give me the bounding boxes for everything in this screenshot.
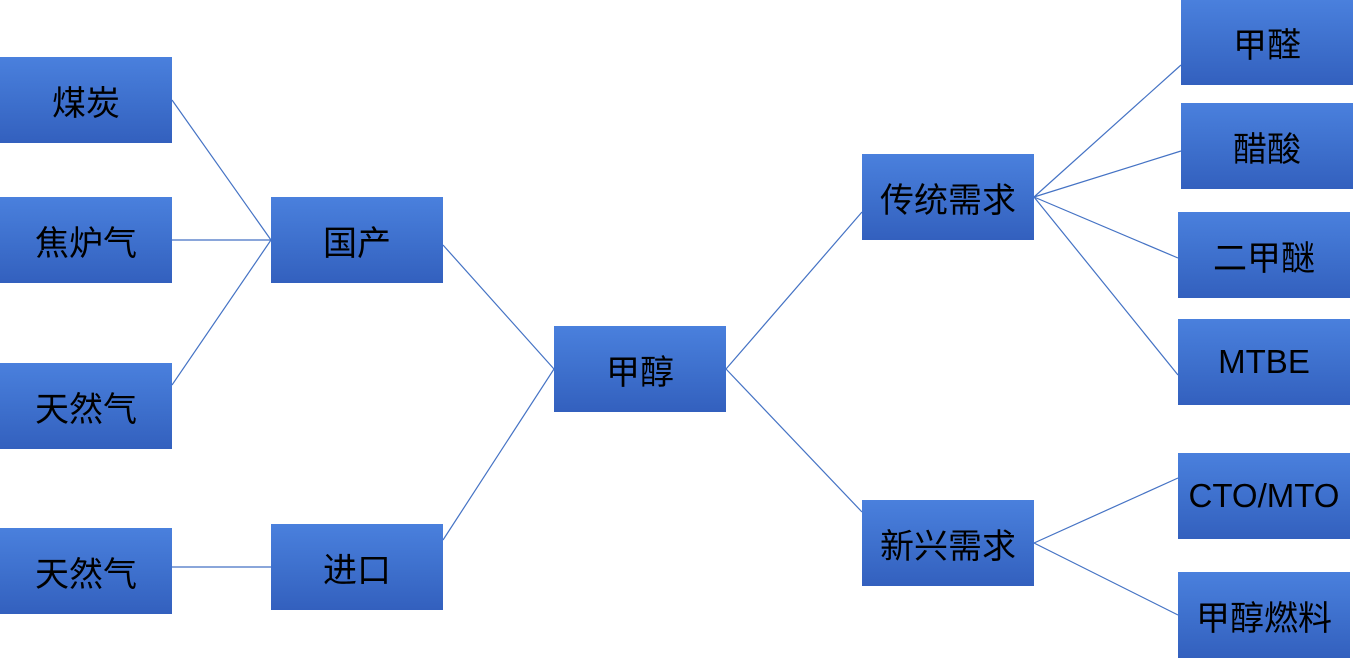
node-acetic-acid: 醋酸 bbox=[1181, 103, 1353, 189]
node-natural-gas-import: 天然气 bbox=[0, 528, 172, 614]
node-methanol-label: 甲醇 bbox=[606, 352, 674, 393]
link-trad-mtbe bbox=[1033, 196, 1179, 376]
node-dme: 二甲醚 bbox=[1178, 212, 1350, 298]
link-methanol-trad bbox=[725, 211, 863, 370]
node-coke-oven-gas-label: 焦炉气 bbox=[35, 223, 137, 264]
node-acetic-acid-label: 醋酸 bbox=[1233, 129, 1301, 170]
node-cto-mto: CTO/MTO bbox=[1178, 453, 1350, 539]
link-trad-acetic bbox=[1033, 150, 1182, 198]
node-coal: 煤炭 bbox=[0, 57, 172, 143]
node-emerging-demand: 新兴需求 bbox=[862, 500, 1034, 586]
node-mtbe-label: MTBE bbox=[1218, 343, 1310, 380]
node-formaldehyde: 甲醛 bbox=[1181, 0, 1353, 85]
node-methanol-fuel: 甲醇燃料 bbox=[1178, 572, 1350, 658]
node-domestic-production: 国产 bbox=[271, 197, 443, 283]
node-methanol: 甲醇 bbox=[554, 326, 726, 412]
node-mtbe: MTBE bbox=[1178, 319, 1350, 405]
link-import-methanol bbox=[442, 368, 555, 541]
link-methanol-emerg bbox=[725, 368, 863, 513]
node-traditional-demand-label: 传统需求 bbox=[880, 180, 1016, 221]
node-emerging-demand-label: 新兴需求 bbox=[880, 526, 1016, 567]
link-trad-formal bbox=[1033, 64, 1182, 198]
node-cto-mto-label: CTO/MTO bbox=[1188, 477, 1340, 514]
node-natural-gas-domestic: 天然气 bbox=[0, 363, 172, 449]
node-coke-oven-gas: 焦炉气 bbox=[0, 197, 172, 283]
link-domestic-methanol bbox=[442, 244, 555, 370]
link-emerg-cto bbox=[1033, 477, 1179, 544]
node-traditional-demand: 传统需求 bbox=[862, 154, 1034, 240]
node-methanol-fuel-label: 甲醇燃料 bbox=[1196, 598, 1332, 639]
node-coal-label: 煤炭 bbox=[52, 83, 120, 124]
node-import: 进口 bbox=[271, 524, 443, 610]
node-natural-gas-import-label: 天然气 bbox=[35, 554, 137, 595]
node-dme-label: 二甲醚 bbox=[1213, 238, 1315, 279]
link-gas-domestic bbox=[171, 239, 272, 386]
link-coal-domestic bbox=[171, 99, 272, 241]
link-trad-dme bbox=[1033, 196, 1179, 259]
link-emerg-fuel bbox=[1033, 542, 1179, 616]
node-natural-gas-domestic-label: 天然气 bbox=[35, 389, 137, 430]
node-domestic-production-label: 国产 bbox=[323, 223, 391, 264]
node-formaldehyde-label: 甲醛 bbox=[1233, 26, 1301, 66]
node-import-label: 进口 bbox=[323, 550, 391, 591]
